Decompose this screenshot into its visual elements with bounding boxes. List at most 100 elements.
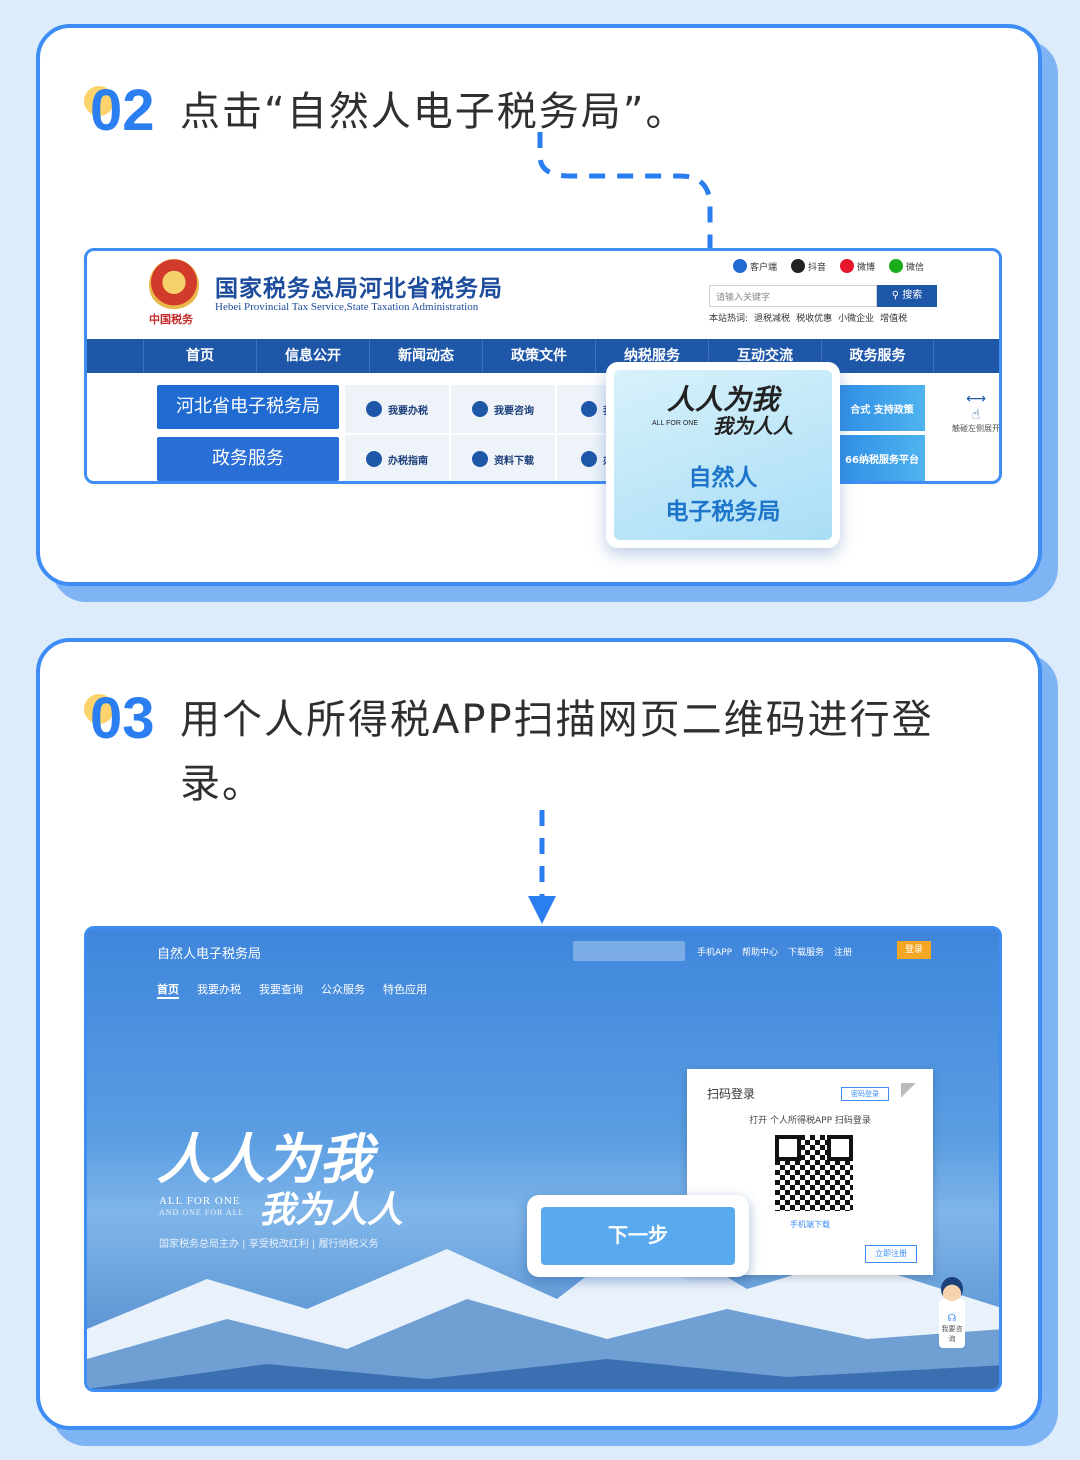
service-platform-banner[interactable]: 66纳税服务平台 <box>839 435 925 481</box>
mountain-background <box>87 1229 999 1389</box>
nav-home[interactable]: 首页 <box>157 981 179 999</box>
step-dot-icon <box>84 694 114 724</box>
register-button[interactable]: 立即注册 <box>865 1245 917 1263</box>
douyin-link[interactable]: 抖音 <box>791 259 826 273</box>
nav-featured-apps[interactable]: 特色应用 <box>383 983 427 996</box>
site-subtitle: Hebei Provincial Tax Service,State Taxat… <box>215 301 479 313</box>
gov-service-button[interactable]: 政务服务 <box>157 437 339 481</box>
hot-word[interactable]: 退税减税 <box>754 314 791 324</box>
nav-public-service[interactable]: 公众服务 <box>321 983 365 996</box>
register-link[interactable]: 注册 <box>834 948 853 958</box>
help-center-link[interactable]: 帮助中心 <box>742 948 779 958</box>
search-icon: ⚲ <box>891 290 903 301</box>
login-qr-code <box>775 1135 853 1211</box>
popup-title-line1: 自然人 <box>688 465 758 491</box>
login-button[interactable]: 登录 <box>897 941 931 959</box>
qr-login-hint: 打开 个人所得税APP 扫码登录 <box>749 1116 871 1126</box>
hot-word[interactable]: 小微企业 <box>838 314 875 324</box>
site-title: 国家税务总局河北省税务局 <box>215 276 503 302</box>
main-nav: 首页 信息公开 新闻动态 政策文件 纳税服务 互动交流 政务服务 <box>87 339 999 373</box>
slogan-footer: 国家税务总局主办 | 享受税改红利 | 履行纳税义务 <box>159 1239 379 1250</box>
nav-query[interactable]: 我要查询 <box>259 983 303 996</box>
nav-info-disclosure[interactable]: 信息公开 <box>256 339 369 373</box>
policy-promo-banner[interactable]: 合式 支持政策 <box>839 385 925 431</box>
quick-link-handle-tax[interactable]: 我要办税 <box>345 385 449 433</box>
step-03-heading: 03 用个人所得税APP扫描网页二维码进行登录。 <box>84 686 1000 816</box>
download-service-link[interactable]: 下载服务 <box>788 948 825 958</box>
client-link[interactable]: 客户端 <box>733 259 777 273</box>
swipe-hint[interactable]: ⟷☝触碰左侧展开 <box>949 391 999 434</box>
tax-icon <box>366 401 382 417</box>
wechat-icon <box>889 259 904 273</box>
nav-gov-service[interactable]: 政务服务 <box>821 339 934 373</box>
weibo-icon <box>840 259 855 273</box>
hot-words: 本站热词: 退税减税 税收优惠 小微企业 增值税 <box>709 311 907 324</box>
qr-login-panel: 扫码登录 密码登录 打开 个人所得税APP 扫码登录 手机端下载 立即注册 <box>687 1069 933 1275</box>
quick-link-consult[interactable]: 我要咨询 <box>451 385 555 433</box>
step-instruction: 用个人所得税APP扫描网页二维码进行登录。 <box>180 697 934 807</box>
main-nav: 首页 我要办税 我要查询 公众服务 特色应用 <box>157 981 427 999</box>
password-login-tab[interactable]: 密码登录 <box>841 1087 889 1101</box>
national-emblem-icon <box>149 259 199 311</box>
hebei-e-tax-bureau-button[interactable]: 河北省电子税务局 <box>157 385 339 429</box>
step-number: 02 <box>90 78 155 143</box>
consult-assistant[interactable]: ☊ 我要咨询 <box>939 1277 965 1348</box>
hot-words-label: 本站热词: <box>709 314 749 324</box>
quick-links-grid: 我要办税 我要咨询 我 办税指南 资料下载 办 <box>345 385 637 481</box>
douyin-icon <box>791 259 806 273</box>
top-links: 客户端 抖音 微博 微信 <box>733 259 924 273</box>
location-icon <box>581 451 597 467</box>
nav-home[interactable]: 首页 <box>143 339 256 373</box>
slogan-en: ALL FOR ONE AND ONE FOR ALL <box>159 1195 245 1217</box>
step-instruction: 点击“自然人电子税务局”。 <box>180 89 688 135</box>
wechat-link[interactable]: 微信 <box>889 259 924 273</box>
hot-word[interactable]: 增值税 <box>880 314 908 324</box>
mobile-app-link[interactable]: 手机APP <box>697 948 733 958</box>
hand-pointer-icon: ☝ <box>971 407 981 423</box>
step-dot-icon <box>84 86 114 116</box>
step-02-card: 02 点击“自然人电子税务局”。 中国税务 国家税务总局河北省税务局 Hebei… <box>36 24 1042 586</box>
quick-link-download[interactable]: 资料下载 <box>451 435 555 481</box>
nav-policy[interactable]: 政策文件 <box>482 339 595 373</box>
site-search-input[interactable]: 请输入关键字 <box>709 285 877 307</box>
document-icon <box>581 401 597 417</box>
step-03-card: 03 用个人所得税APP扫描网页二维码进行登录。 自然人电子税务局 手机APP … <box>36 638 1042 1430</box>
popup-title-line2: 电子税务局 <box>665 499 781 525</box>
mobile-download-link[interactable]: 手机端下载 <box>790 1220 830 1229</box>
next-step-highlight: 下一步 <box>527 1195 749 1277</box>
nav-interaction[interactable]: 互动交流 <box>708 339 821 373</box>
site-search-button[interactable]: ⚲ 搜索 <box>877 285 937 307</box>
weibo-link[interactable]: 微博 <box>840 259 875 273</box>
consult-icon <box>472 401 488 417</box>
site-search-input[interactable] <box>573 941 685 961</box>
hot-word[interactable]: 税收优惠 <box>796 314 833 324</box>
emblem-caption: 中国税务 <box>149 313 193 326</box>
nav-news[interactable]: 新闻动态 <box>369 339 482 373</box>
natural-person-e-tax-bureau-entry[interactable]: 人人为我 我为人人 ALL FOR ONE 自然人 电子税务局 <box>606 362 840 548</box>
double-arrow-icon: ⟷ <box>965 391 987 407</box>
qr-login-title: 扫码登录 <box>707 1087 756 1101</box>
assistant-label: 我要咨询 <box>941 1325 963 1343</box>
nav-tax-service[interactable]: 纳税服务 <box>595 339 708 373</box>
slogan-line2: 我为人人 <box>259 1189 404 1231</box>
client-icon <box>733 259 747 273</box>
site-title: 自然人电子税务局 <box>157 947 262 962</box>
slogan-line2: 我为人人 <box>713 414 793 438</box>
natural-person-tax-site-screenshot: 自然人电子税务局 手机APP 帮助中心 下载服务 注册 登录 首页 我要办税 我… <box>84 926 1002 1392</box>
top-links: 手机APP 帮助中心 下载服务 注册 <box>697 945 852 958</box>
nav-handle-tax[interactable]: 我要办税 <box>197 983 241 996</box>
slogan-line1: 人人为我 <box>157 1127 373 1191</box>
step-number: 03 <box>90 686 155 751</box>
switch-login-mode-icon[interactable] <box>901 1083 917 1097</box>
headset-icon: ☊ <box>947 1313 957 1324</box>
step-02-heading: 02 点击“自然人电子税务局”。 <box>84 78 688 144</box>
slogan-en: ALL FOR ONE <box>652 420 699 427</box>
next-step-button[interactable]: 下一步 <box>541 1207 735 1265</box>
slogan-line1: 人人为我 <box>666 383 779 416</box>
assistant-avatar-icon <box>941 1277 963 1301</box>
dashed-arrow-down <box>528 810 556 924</box>
download-icon <box>472 451 488 467</box>
hebei-tax-website-screenshot: 中国税务 国家税务总局河北省税务局 Hebei Provincial Tax S… <box>84 248 1002 484</box>
compass-icon <box>366 451 382 467</box>
quick-link-guide[interactable]: 办税指南 <box>345 435 449 481</box>
